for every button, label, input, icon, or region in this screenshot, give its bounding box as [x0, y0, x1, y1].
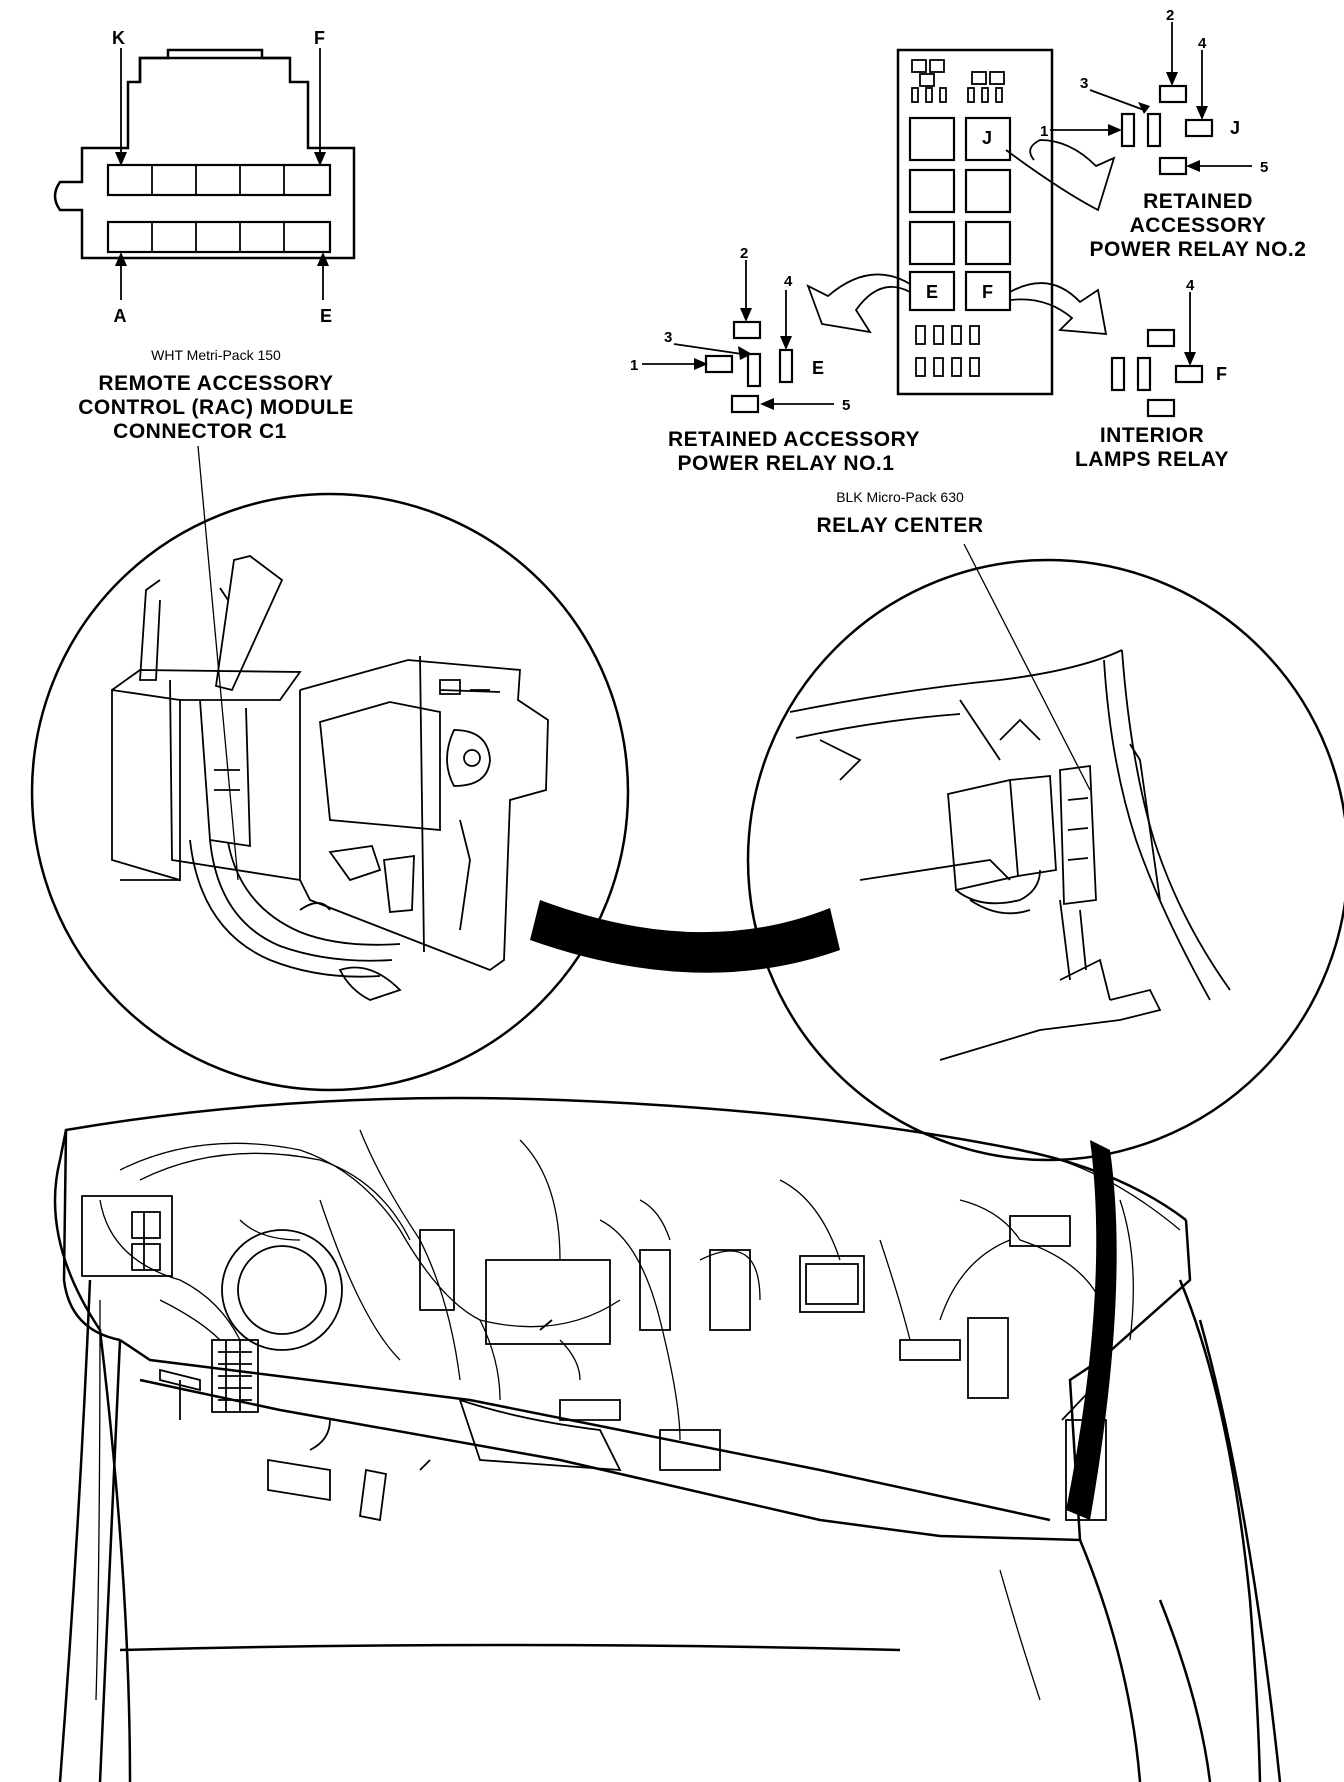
relay-no1-slot: E — [812, 358, 824, 378]
relay-no2-title-line3: POWER RELAY NO.2 — [1090, 238, 1307, 261]
relay-no1-title-line1: RETAINED ACCESSORY — [668, 428, 920, 451]
connector-cavity-row-bottom — [106, 220, 332, 254]
relay-no2-pin-1: 1 — [1040, 123, 1048, 140]
pin-f-arrow — [314, 48, 326, 166]
relay-center-block: J E F — [896, 48, 1054, 396]
relay-no1-pin-2: 2 — [740, 245, 748, 262]
curved-arrow-e — [806, 273, 911, 334]
relay-no2-pinout: 1 2 3 4 5 J — [1040, 7, 1268, 176]
relay-no2-pin-4: 4 — [1198, 35, 1207, 52]
pin-f-label: F — [314, 28, 325, 48]
relay-no1-pinout: 1 2 3 4 5 E — [630, 245, 850, 414]
pin-e-arrow — [317, 252, 329, 300]
interior-lamps-pinout: 4 F — [1110, 277, 1227, 418]
interior-lamps-pin-4: 4 — [1186, 277, 1195, 294]
relay-center-title: RELAY CENTER — [816, 514, 983, 537]
pin-a-label: A — [114, 306, 127, 326]
relay-no2-slot: J — [1230, 118, 1240, 138]
relay-center-subtitle: BLK Micro-Pack 630 — [836, 489, 964, 505]
relay-no2-title-line1: RETAINED — [1143, 190, 1253, 213]
relay-no2-title-line2: ACCESSORY — [1130, 214, 1267, 237]
rac-leader-line — [197, 445, 239, 881]
rac-module-detail-circle — [30, 492, 840, 1092]
curved-arrow-j — [1005, 139, 1116, 212]
relay-center-slot-f: F — [982, 282, 993, 302]
relay-center-slot-e: E — [926, 282, 938, 302]
relay-no2-pin-5: 5 — [1260, 159, 1268, 176]
relay-no1-pin-4: 4 — [784, 273, 793, 290]
relay-no2-pin-3: 3 — [1080, 75, 1088, 92]
interior-lamps-title-line2: LAMPS RELAY — [1075, 448, 1229, 471]
pin-a-arrow — [115, 252, 127, 300]
rac-title-line1: REMOTE ACCESSORY — [98, 372, 333, 395]
relay-no2-pin-2: 2 — [1166, 7, 1174, 24]
rac-title-line3: CONNECTOR C1 — [113, 420, 287, 443]
rac-connector-c1: K F A E — [53, 28, 356, 326]
relay-center-slot-j: J — [982, 128, 992, 148]
relay-no1-title-line2: POWER RELAY NO.1 — [678, 452, 895, 475]
instrument-panel — [53, 1096, 1282, 1782]
connector-cavity-row-top — [106, 163, 332, 197]
rac-title-line2: CONTROL (RAC) MODULE — [78, 396, 354, 419]
pin-e-label: E — [320, 306, 332, 326]
interior-lamps-slot: F — [1216, 364, 1227, 384]
pin-k-arrow — [115, 48, 127, 166]
interior-lamps-title-line1: INTERIOR — [1100, 424, 1204, 447]
relay-no1-pin-1: 1 — [630, 357, 638, 374]
relay-no1-pin-5: 5 — [842, 397, 850, 414]
relay-center-detail-circle — [746, 558, 1344, 1520]
relay-center-leader-line — [963, 543, 1091, 791]
pin-k-label: K — [112, 28, 125, 48]
rac-connector-subtitle: WHT Metri-Pack 150 — [151, 347, 281, 363]
relay-no1-pin-3: 3 — [664, 329, 672, 346]
curved-arrow-f — [1009, 282, 1108, 335]
